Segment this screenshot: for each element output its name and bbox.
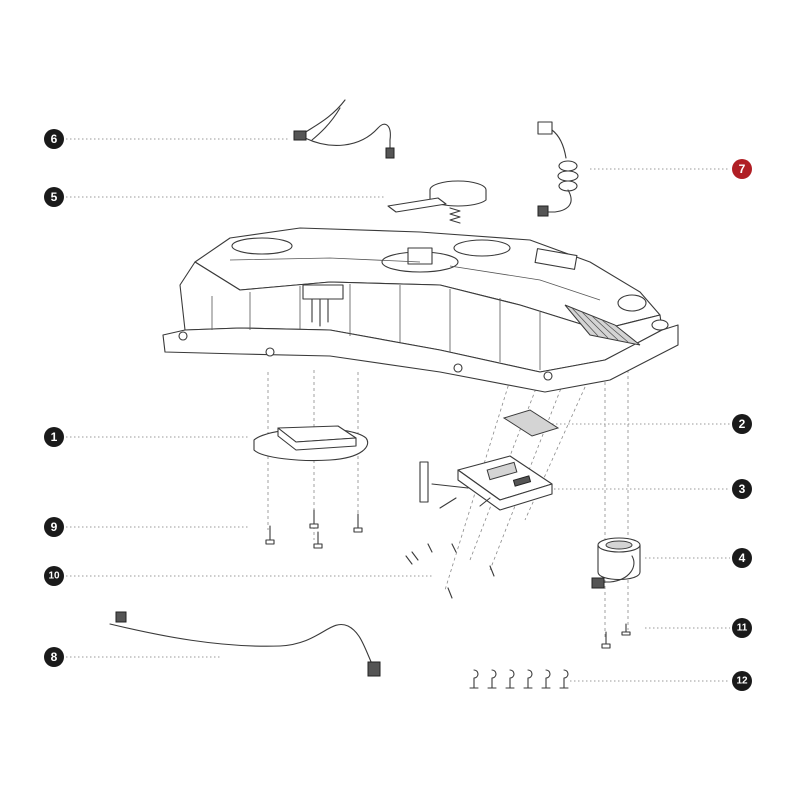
- callout-7: 7: [732, 159, 752, 179]
- callout-10: 10: [44, 566, 64, 586]
- callout-3: 3: [732, 479, 752, 499]
- svg-text:4: 4: [739, 551, 746, 565]
- chassis-housing: [162, 227, 679, 393]
- svg-text:12: 12: [736, 676, 748, 687]
- screw: [313, 531, 323, 549]
- callout-5: 5: [44, 187, 64, 207]
- callout-6: 6: [44, 129, 64, 149]
- assembly-guide-lines: [267, 370, 629, 640]
- callout-1: 1: [44, 427, 64, 447]
- cover-plate-1: [253, 425, 369, 462]
- controller-board-3: [419, 455, 553, 511]
- clips-12: [469, 669, 569, 689]
- gasket-pad-2: [502, 409, 560, 437]
- leader-lines: [66, 138, 730, 682]
- svg-text:2: 2: [739, 417, 746, 431]
- screw: [353, 513, 363, 533]
- svg-text:11: 11: [737, 623, 748, 634]
- callout-badges: 1 2 3 4 5 6 7 8 9 10 11: [44, 129, 752, 691]
- callout-4: 4: [732, 548, 752, 568]
- svg-text:7: 7: [739, 162, 746, 176]
- callout-9: 9: [44, 517, 64, 537]
- screws-10: [405, 543, 495, 599]
- callout-11: 11: [732, 618, 752, 638]
- svg-text:10: 10: [48, 571, 60, 582]
- motor-cup-4: [591, 537, 641, 589]
- svg-text:5: 5: [51, 190, 58, 204]
- callout-12: 12: [732, 671, 752, 691]
- internal-connector: [302, 284, 344, 327]
- screw: [265, 525, 275, 545]
- heatsink: [564, 304, 641, 346]
- screws-11: [601, 623, 631, 649]
- svg-text:1: 1: [51, 430, 58, 444]
- callout-8: 8: [44, 647, 64, 667]
- svg-text:8: 8: [51, 650, 58, 664]
- callout-2: 2: [732, 414, 752, 434]
- svg-text:9: 9: [51, 520, 58, 534]
- screws-9: [265, 509, 363, 549]
- cable-grommet-7: [537, 121, 579, 217]
- screw: [309, 509, 319, 529]
- svg-text:3: 3: [739, 482, 746, 496]
- svg-text:6: 6: [51, 132, 58, 146]
- wire-harness-6: [293, 99, 395, 159]
- long-cable-8: [109, 611, 381, 677]
- button-spring-assembly-5: [387, 180, 487, 224]
